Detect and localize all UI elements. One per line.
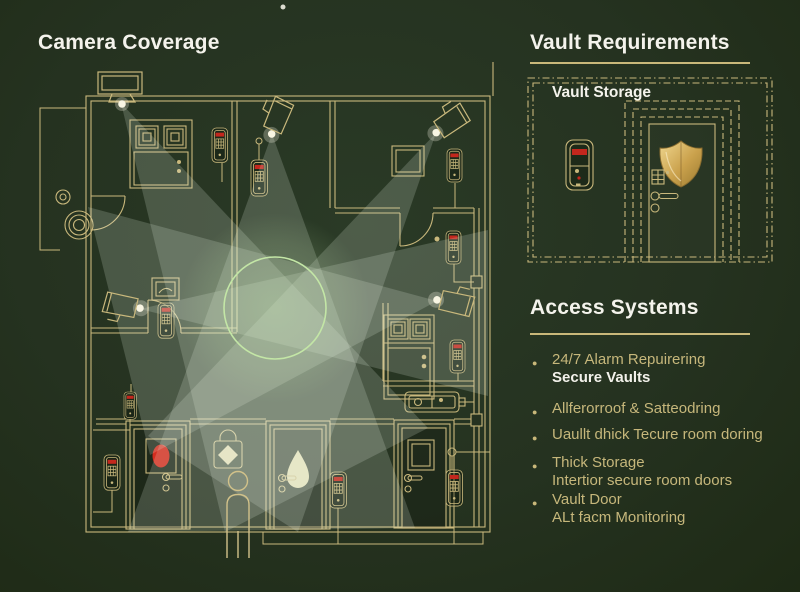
cameras <box>97 71 477 326</box>
cctv-camera-icon <box>418 96 474 149</box>
alarm-light-icon <box>152 444 170 468</box>
list-item-line: Thick Storage <box>552 454 645 471</box>
list-item-line: Uaullt dhick Tecure room doring <box>552 426 763 443</box>
list-item-line: ALt facm Monitoring <box>552 509 686 526</box>
keypad-icon <box>103 454 121 491</box>
room-props <box>55 119 466 530</box>
list-item: Allferorroof & Satteodring <box>530 400 790 421</box>
shield-icon <box>659 140 703 188</box>
person-icon <box>226 470 250 558</box>
cabinet-top-left <box>129 119 193 189</box>
motion-sensor-icons <box>55 189 94 240</box>
list-item: 24/7 Alarm Repuirering Secure Vaults <box>530 351 790 387</box>
badge-icon <box>123 391 137 420</box>
door-droplet <box>265 420 331 530</box>
list-item: Thick Storage Intertior secure room door… <box>530 454 790 490</box>
padlock-icon <box>213 429 243 469</box>
floorplan-walls <box>85 62 494 533</box>
vault-diagram <box>527 77 773 263</box>
door-handle-icon <box>650 191 679 213</box>
vault-keypad-icon <box>565 139 594 191</box>
access-systems-list: 24/7 Alarm Repuirering Secure Vaults All… <box>530 351 790 527</box>
sparkle-icon <box>280 4 286 10</box>
list-item-line: Allferorroof & Satteodring <box>552 400 721 417</box>
list-item-line: Secure Vaults <box>552 369 651 386</box>
keypad-icon <box>211 127 228 163</box>
coverage-glow <box>180 213 370 403</box>
access-systems-title: Access Systems <box>530 296 699 319</box>
list-item: Uaullt dhick Tecure room doring <box>530 426 790 447</box>
vault-storage-label: Vault Storage <box>552 84 652 101</box>
droplet-icon <box>287 450 309 488</box>
access-title-rule <box>530 333 750 335</box>
vault-door <box>624 100 740 262</box>
vault-title-rule <box>530 62 750 64</box>
list-item: Vault Door ALt facm Monitoring <box>530 491 790 527</box>
card-reader-icon <box>404 391 466 413</box>
keypad-icon <box>445 469 463 507</box>
cctv-camera-icon <box>97 71 143 111</box>
wall-frame-mid-left <box>151 277 180 301</box>
list-item-line: Intertior secure room doors <box>552 472 733 489</box>
coverage-circle-icon <box>223 256 327 360</box>
wall-frame-top-right <box>391 145 425 177</box>
list-item-line: Vault Door <box>552 491 622 508</box>
keypad-icon <box>446 148 463 183</box>
vault-requirements-title: Vault Requirements <box>530 31 730 54</box>
list-item-line: 24/7 Alarm Repuirering <box>552 351 706 368</box>
door-keypad-icon <box>651 169 670 185</box>
door-alarm <box>125 420 191 530</box>
camera-coverage-title: Camera Coverage <box>38 31 220 54</box>
